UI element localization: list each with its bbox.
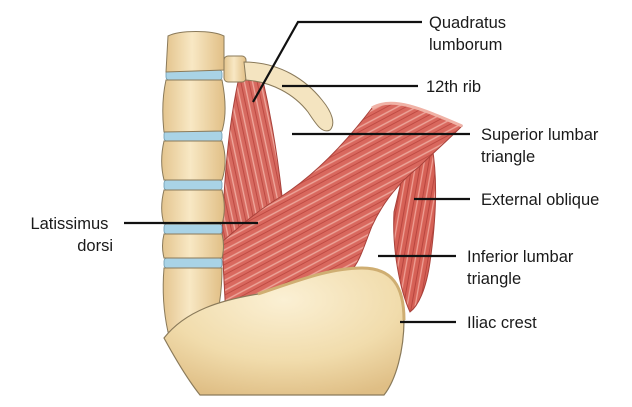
disc [164, 258, 222, 268]
label-line: Iliac crest [467, 314, 537, 332]
disc [164, 180, 222, 190]
leader-quadratus [253, 22, 422, 102]
label-line: 12th rib [426, 78, 481, 96]
label-line: lumborum [429, 36, 502, 54]
label-external-oblique: External oblique [481, 191, 599, 209]
label-iliac-crest: Iliac crest [467, 314, 537, 332]
disc [164, 224, 222, 234]
label-line: Quadratus [429, 14, 506, 32]
label-superior-lumbar-triangle: Superior lumbar triangle [481, 126, 603, 166]
vertebra [163, 234, 224, 258]
transverse-process [224, 56, 246, 82]
label-inferior-lumbar-triangle: Inferior lumbar triangle [467, 248, 578, 288]
vertebra [163, 80, 225, 132]
label-line: Latissimus [30, 215, 108, 233]
label-line: dorsi [77, 237, 113, 255]
label-latissimus-dorsi: Latissimus dorsi [30, 215, 113, 255]
label-line: External oblique [481, 191, 599, 209]
vertebra [162, 190, 225, 224]
label-quadratus-lumborum: Quadratus lumborum [429, 14, 511, 54]
disc [164, 131, 222, 141]
label-line: Superior lumbar [481, 126, 599, 144]
label-line: triangle [481, 148, 535, 166]
label-line: triangle [467, 270, 521, 288]
vertebra [162, 141, 225, 180]
label-12th-rib: 12th rib [426, 78, 481, 96]
vertebra [166, 32, 224, 73]
label-line: Inferior lumbar [467, 248, 574, 266]
